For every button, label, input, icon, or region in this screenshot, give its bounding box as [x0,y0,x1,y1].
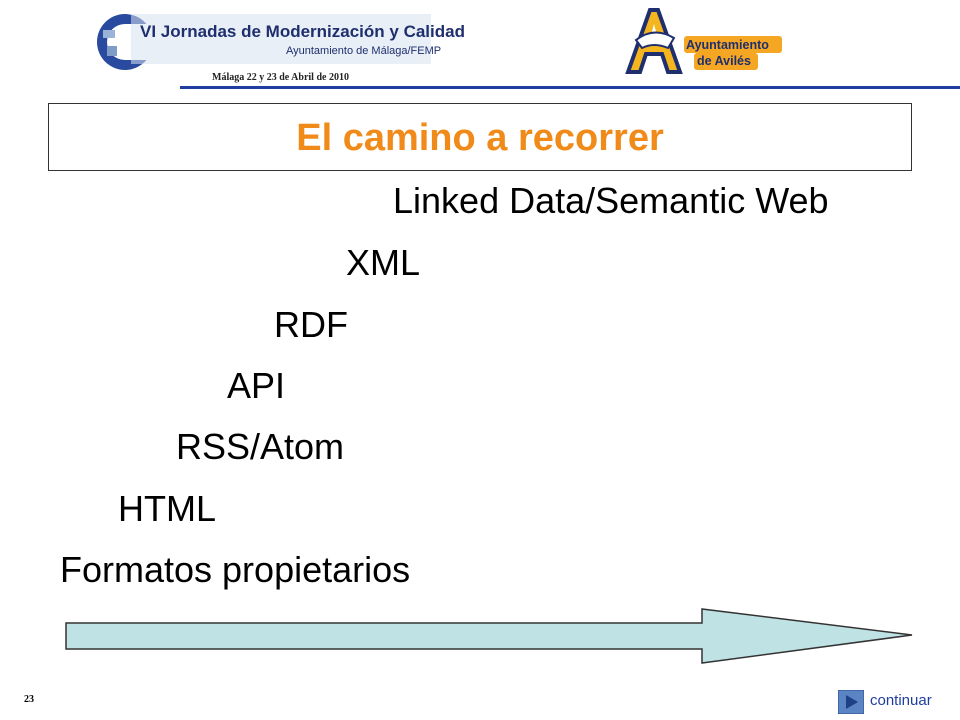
continue-label: continuar [870,692,932,709]
org-name-line1: Ayuntamiento [686,38,769,52]
header-divider [180,86,960,89]
jornadas-logo-icon [97,14,431,70]
aviles-shield-icon [625,8,782,74]
step-item: Formatos propietarios [60,549,411,590]
slide-header: VI Jornadas de Modernización y Calidad A… [0,0,960,92]
step-item: HTML [118,488,216,529]
step-item: API [227,365,286,406]
event-title: VI Jornadas de Modernización y Calidad [140,22,465,41]
title-frame [48,103,912,171]
step-item: Linked Data/Semantic Web [393,180,829,221]
progress-arrow-icon [65,608,913,664]
page-number: 23 [24,694,34,705]
step-item: RSS/Atom [176,426,345,467]
org-name-line2: de Avilés [697,54,751,68]
slide-title: El camino a recorrer [296,117,664,159]
play-icon [838,690,864,714]
step-item: XML [346,242,421,283]
step-item: RDF [274,304,348,345]
event-date: Málaga 22 y 23 de Abril de 2010 [212,72,349,83]
continue-button[interactable]: continuar [838,688,956,714]
event-subtitle: Ayuntamiento de Málaga/FEMP [286,45,442,57]
